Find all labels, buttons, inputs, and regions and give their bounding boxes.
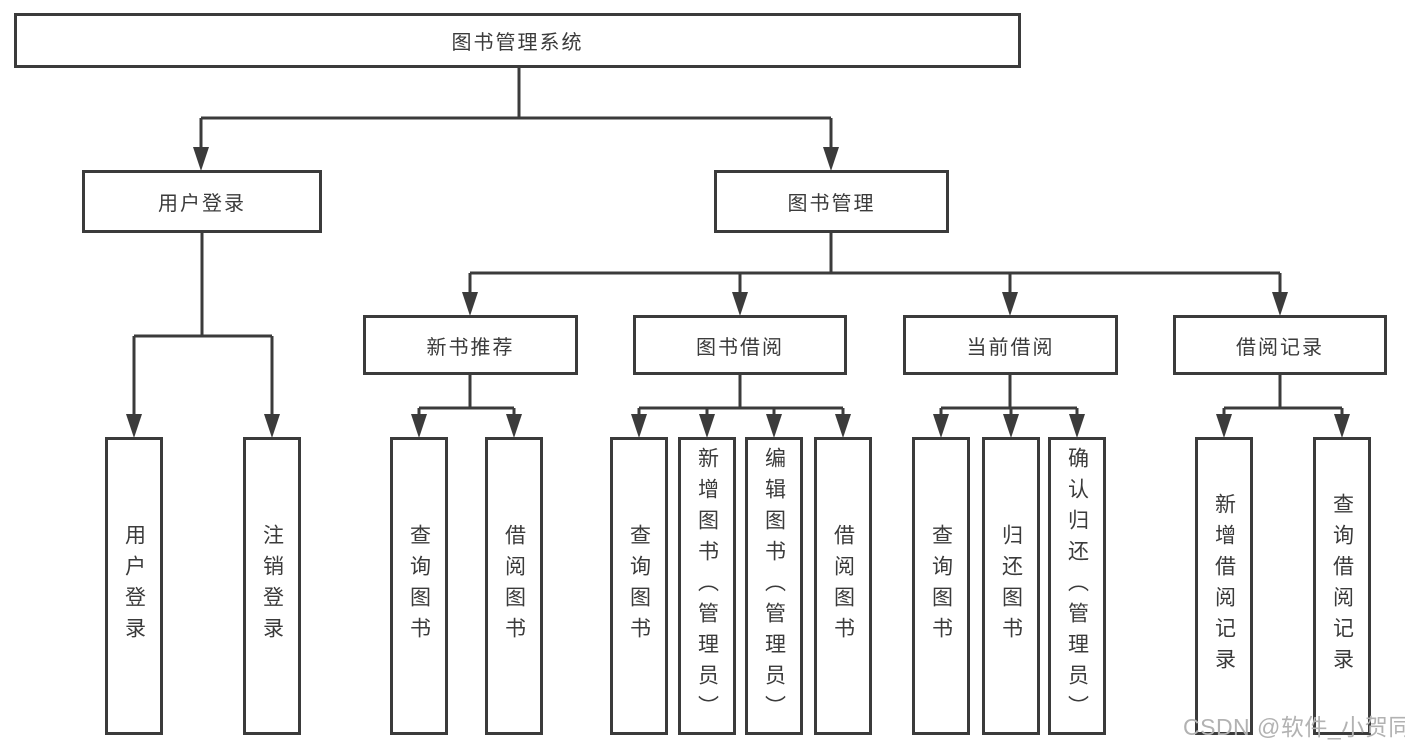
node-book-borrow: 图书借阅 [633,315,847,375]
node-label: 图书管理系统 [451,32,584,54]
node-label: 当前借阅 [966,336,1055,359]
leaf-query-books: 查询图书 [610,437,668,735]
leaf-query-books: 查询图书 [390,437,448,735]
node-label: 借阅记录 [1236,336,1324,359]
leaf-borrow-books: 借阅图书 [814,437,872,735]
leaf-label: 用户登录 [122,524,146,648]
csdn-watermark: CSDN @软件_小贺同学 [1183,714,1405,740]
arrowheads [126,147,1350,438]
leaf-add-books-admin: 新增图书（管理员） [678,437,736,735]
node-borrow-records: 借阅记录 [1173,315,1387,375]
leaf-query-books: 查询图书 [912,437,970,735]
leaf-logout: 注销登录 [243,437,301,735]
leaf-add-borrow-record: 新增借阅记录 [1195,437,1253,735]
node-current-borrow: 当前借阅 [903,315,1118,375]
leaf-label: 新增借阅记录 [1212,493,1236,679]
node-user-login-branch: 用户登录 [82,170,322,233]
leaf-borrow-books: 借阅图书 [485,437,543,735]
leaf-edit-books-admin: 编辑图书（管理员） [745,437,803,735]
leaf-label: 借阅图书 [831,524,855,648]
leaf-confirm-return-admin: 确认归还（管理员） [1048,437,1106,735]
node-label: 图书借阅 [696,336,784,359]
leaf-label: 编辑图书（管理员） [762,446,786,726]
node-label: 图书管理 [787,193,876,215]
leaf-label: 查询图书 [929,524,953,648]
leaf-query-borrow-record: 查询借阅记录 [1313,437,1371,735]
leaf-label: 查询图书 [627,524,651,648]
leaf-label: 查询借阅记录 [1330,493,1354,679]
node-library-management-system: 图书管理系统 [14,13,1021,68]
leaf-label: 归还图书 [999,524,1023,648]
leaf-label: 注销登录 [260,524,284,648]
leaf-label: 新增图书（管理员） [695,446,719,726]
leaf-label: 确认归还（管理员） [1065,446,1089,726]
leaf-return-books: 归还图书 [982,437,1040,735]
node-new-book-recommend: 新书推荐 [363,315,578,375]
node-label: 用户登录 [158,193,246,215]
leaf-label: 查询图书 [407,524,431,648]
leaf-user-login: 用户登录 [105,437,163,735]
node-label: 新书推荐 [426,336,515,359]
node-book-management-branch: 图书管理 [714,170,949,233]
leaf-label: 借阅图书 [502,524,526,648]
